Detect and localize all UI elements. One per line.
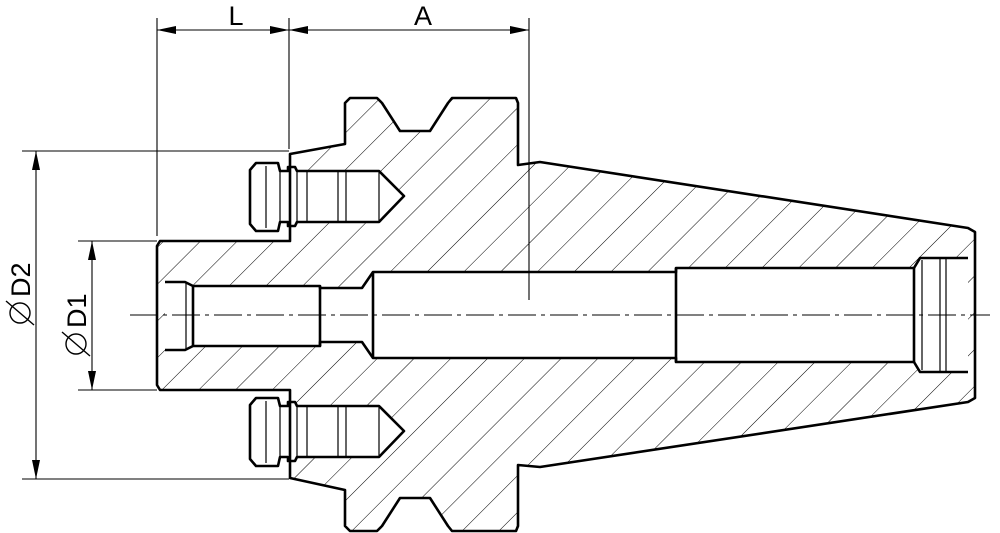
dimension-a-label: A	[414, 1, 432, 31]
dimension-d2: D2	[5, 150, 289, 480]
outer-contour	[155, 96, 977, 533]
lower-drive-screw	[248, 396, 406, 468]
dimension-d1-label: D1	[62, 293, 92, 328]
upper-drive-screw	[248, 161, 406, 233]
dimension-d1: D1	[61, 240, 157, 391]
dimension-l-label: L	[228, 1, 243, 31]
dimension-d2-label: D2	[6, 262, 36, 297]
dimension-l-a: L A	[156, 1, 530, 300]
